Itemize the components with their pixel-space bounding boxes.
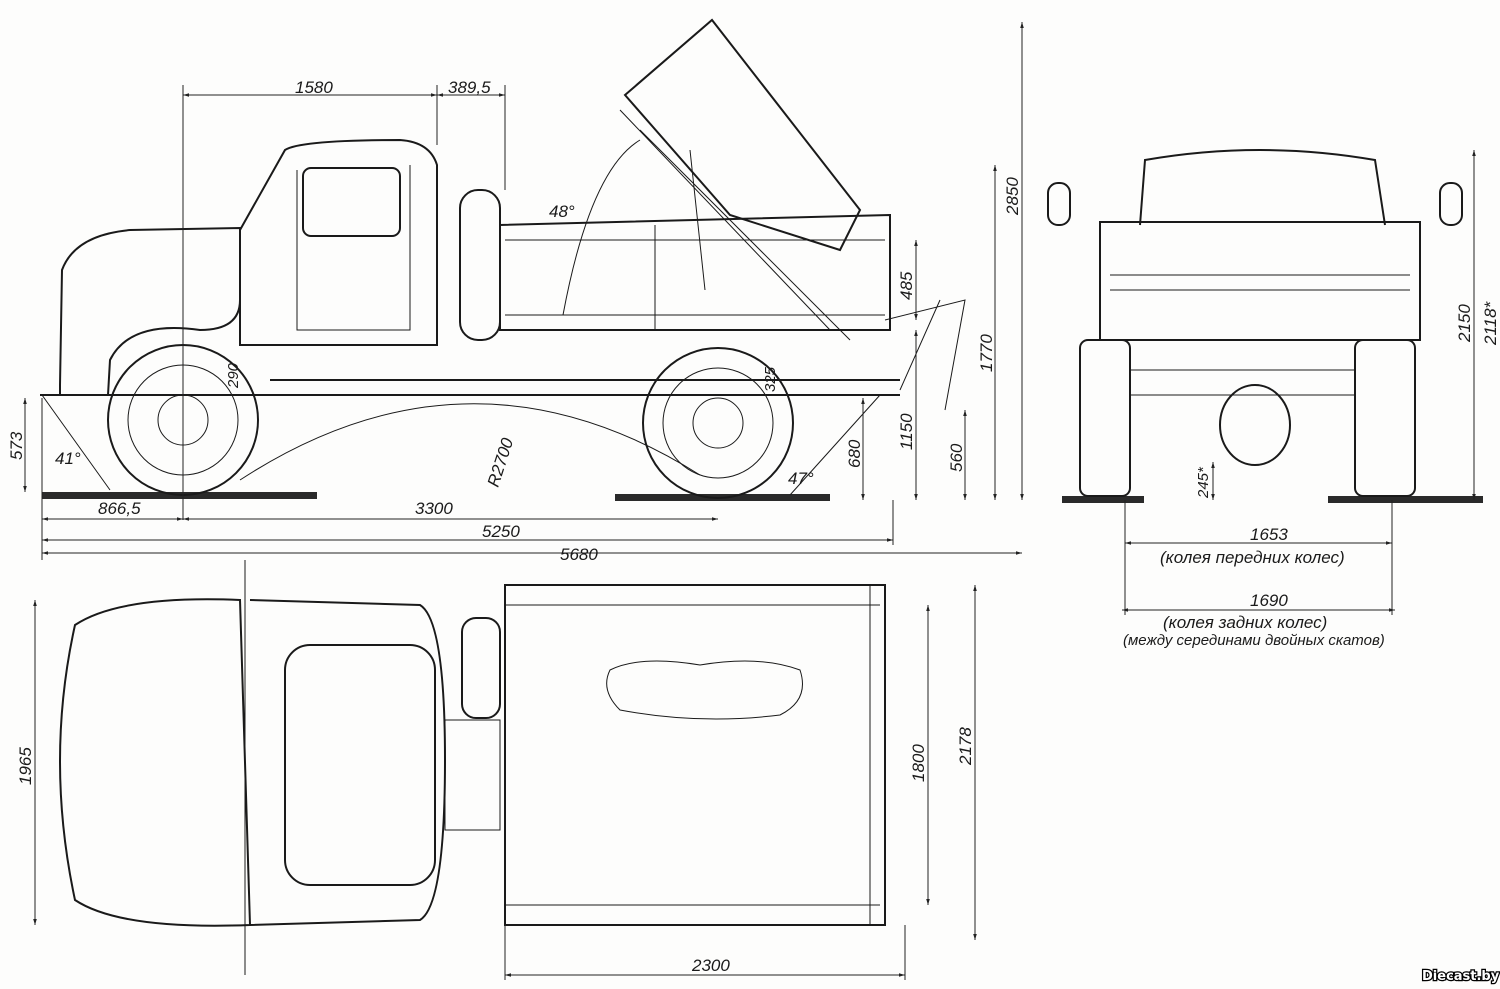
front-track-note: (колея передних колес) <box>1160 548 1345 567</box>
ramp-arc <box>239 403 701 481</box>
rear-axle <box>1130 369 1355 396</box>
hood-top <box>59 598 252 927</box>
dim-573: 573 <box>7 431 26 460</box>
rear-left-wheels <box>1079 339 1131 497</box>
dim-5250: 5250 <box>482 522 520 541</box>
watermark: Diecast.by <box>1422 969 1500 984</box>
spare-wheel <box>459 189 501 341</box>
dim-3300: 3300 <box>415 499 453 518</box>
rear-tailgate <box>1110 274 1410 291</box>
side-view: 1580 389,5 48° 2850 485 1770 1150 560 68… <box>7 18 1024 564</box>
dump-body <box>499 213 891 331</box>
dim-680: 680 <box>845 439 864 468</box>
rear-support <box>884 299 966 411</box>
tipping-arms <box>619 109 851 341</box>
dim-1770: 1770 <box>977 334 996 372</box>
left-mirror <box>1047 182 1071 226</box>
top-dimension-lines <box>33 585 977 980</box>
cab-door <box>296 165 411 331</box>
dump-body-top <box>504 584 886 926</box>
ground-left <box>1062 496 1144 503</box>
dim-325: 325 <box>762 366 779 392</box>
approach-lines <box>41 394 881 496</box>
front-angle-label: 41° <box>55 449 81 468</box>
body-cutout <box>606 660 803 720</box>
cab-top <box>249 599 447 926</box>
dim-2850: 2850 <box>1003 177 1022 216</box>
tilt-arc <box>562 139 641 316</box>
dim-2118: 2118* <box>1481 300 1500 346</box>
rear-view: 1653 (колея передних колес) 1690 (колея … <box>1047 149 1500 649</box>
rear-angle-label: 47° <box>788 469 814 488</box>
rear-track-note: (колея задних колес) <box>1163 613 1327 632</box>
dim-290: 290 <box>225 362 242 389</box>
dim-2178: 2178 <box>956 727 975 766</box>
dim-866-5: 866,5 <box>98 499 141 518</box>
rear-right-wheels <box>1354 339 1416 497</box>
cab-window <box>302 167 401 237</box>
tilt-angle-label: 48° <box>549 202 575 221</box>
dim-389-5: 389,5 <box>448 78 491 97</box>
rear-body <box>1099 221 1421 341</box>
dim-1580: 1580 <box>295 78 333 97</box>
ramp-radius-label: R2700 <box>484 435 518 489</box>
front-track-value: 1653 <box>1250 525 1288 544</box>
dim-1800: 1800 <box>909 744 928 782</box>
dim-485: 485 <box>897 271 916 300</box>
hood <box>59 226 241 396</box>
tipped-body <box>623 18 862 252</box>
dim-2300: 2300 <box>691 956 730 975</box>
dim-245: 245* <box>1195 466 1212 499</box>
chassis-top <box>444 719 501 831</box>
body-edges-top <box>505 585 880 925</box>
rear-cab-roof <box>1139 149 1386 226</box>
dim-560: 560 <box>947 443 966 472</box>
dim-2150: 2150 <box>1455 304 1474 343</box>
rear-dimension-lines <box>1122 150 1476 615</box>
ground-right <box>1328 496 1483 503</box>
cab <box>239 138 438 346</box>
spare-wheel-top <box>461 617 501 719</box>
rear-axle-housing <box>1219 384 1291 466</box>
side-dimension-lines <box>23 22 1024 560</box>
body-ribs <box>505 225 885 330</box>
right-mirror <box>1439 182 1463 226</box>
cab-roof-top <box>284 644 436 886</box>
dim-1965: 1965 <box>16 747 35 785</box>
rear-wheel <box>642 347 794 499</box>
dim-1150: 1150 <box>897 413 916 450</box>
rear-track-note-2: (между серединами двойных скатов) <box>1123 632 1385 649</box>
top-view: 1965 1800 2178 2300 <box>16 560 977 980</box>
rear-track-value: 1690 <box>1250 591 1288 610</box>
dim-5680: 5680 <box>560 545 598 564</box>
